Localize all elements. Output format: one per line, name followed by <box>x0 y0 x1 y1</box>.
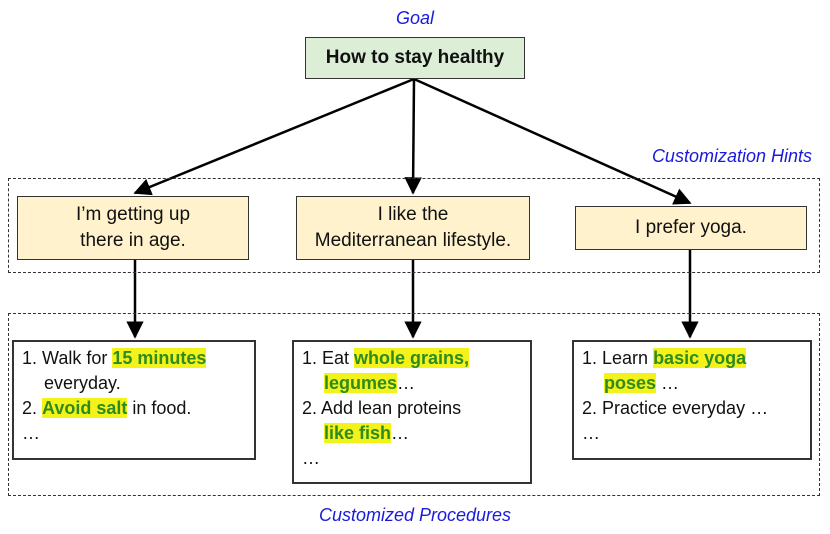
procedure-line: 2. Avoid salt in food. <box>22 398 192 418</box>
procedure-line: 1. Walk for 15 minutes <box>22 348 207 368</box>
hint-box-age: I’m getting up there in age. <box>17 196 249 260</box>
hint-box-yoga: I prefer yoga. <box>575 206 807 250</box>
procedure-line: everyday. <box>44 373 121 393</box>
procedure-line: … <box>302 448 320 468</box>
highlight-text: basic yoga <box>653 348 747 368</box>
procedure-box-yoga: 1. Learn basic yoga poses … 2. Practice … <box>572 340 812 460</box>
highlight-text: poses <box>604 373 657 393</box>
hint-age-line-2: there in age. <box>80 230 186 251</box>
highlight-text: whole grains, <box>354 348 470 368</box>
highlight-text: legumes <box>324 373 398 393</box>
procedure-line: … <box>582 423 600 443</box>
goal-box: How to stay healthy <box>305 37 525 79</box>
customization-hints-region <box>8 178 820 273</box>
procedure-box-age: 1. Walk for 15 minutes everyday. 2. Avoi… <box>12 340 256 460</box>
customization-hints-label: Customization Hints <box>651 146 812 166</box>
procedure-line: 1. Learn basic yoga <box>582 348 747 368</box>
goal-text: How to stay healthy <box>325 47 505 68</box>
procedure-line: 2. Practice everyday … <box>582 398 769 418</box>
goal-label: Goal <box>395 8 435 28</box>
procedure-line: legumes… <box>324 373 416 393</box>
procedure-line: 1. Eat whole grains, <box>302 348 470 368</box>
highlight-text: like fish <box>324 423 392 443</box>
arrow-goal-to-hint-med <box>404 78 422 195</box>
procedure-line: poses … <box>604 373 680 393</box>
hint-age-line-1: I’m getting up <box>75 204 191 225</box>
procedure-line: like fish… <box>324 423 410 443</box>
arrow-goal-to-hint-age <box>133 77 415 196</box>
hint-med-line-2: Mediterranean lifestyle. <box>314 230 512 251</box>
procedure-line: 2. Add lean proteins <box>302 398 462 418</box>
hint-yoga-line-1: I prefer yoga. <box>635 217 747 238</box>
hint-med-line-1: I like the <box>377 204 449 225</box>
hint-box-mediterranean: I like the Mediterranean lifestyle. <box>296 196 530 260</box>
procedure-box-mediterranean: 1. Eat whole grains, legumes… 2. Add lea… <box>292 340 532 484</box>
highlight-text: Avoid salt <box>42 398 128 418</box>
highlight-text: 15 minutes <box>112 348 207 368</box>
customized-procedures-label: Customized Procedures <box>318 505 512 525</box>
customized-procedures-region <box>8 313 820 496</box>
procedure-line: … <box>22 423 40 443</box>
arrow-goal-to-hint-yoga <box>413 77 692 205</box>
